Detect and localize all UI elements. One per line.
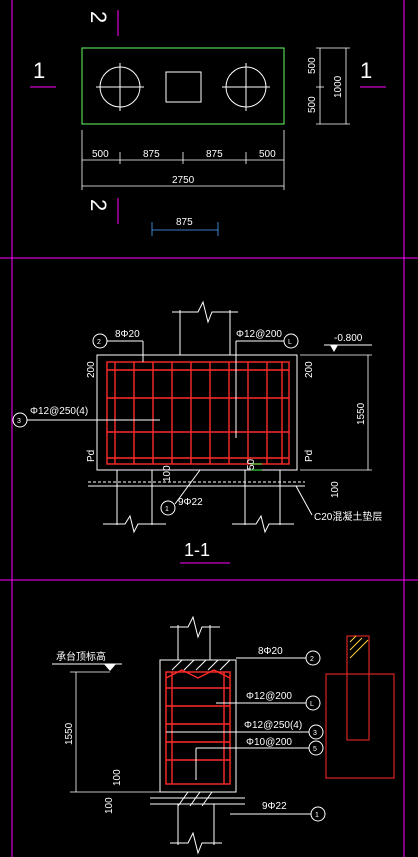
rebar-cage-2-2 <box>165 669 231 785</box>
tag-1-1-3: 3 <box>17 418 21 425</box>
plan-dim-1000: 1000 <box>333 75 344 98</box>
plan-dim-875: 875 <box>176 217 193 228</box>
dim-200-left-1-1: 200 <box>86 361 97 378</box>
tag-2-2-1: 1 <box>315 812 319 819</box>
bar-bottom-2-2: 9Φ22 <box>262 801 287 812</box>
detail-sketch-2-2 <box>325 635 395 779</box>
rebar-cage-1-1 <box>106 361 290 465</box>
pd-right-1-1: Pd <box>304 450 315 462</box>
plan-view: 1 1 2 2 500 500 1000 500 875 875 500 275… <box>30 10 386 236</box>
tag-2-2-3: 3 <box>313 730 317 737</box>
elev-marker-2-2 <box>104 664 116 671</box>
pile-symbol-left <box>96 63 144 111</box>
bar-bottom-1-1: 9Φ22 <box>178 497 203 508</box>
bar-top-1-1: 8Φ20 <box>115 329 140 340</box>
section-2-2: 承台顶标高 1550 100 100 2 8Φ20 L Φ12@200 3 Φ1… <box>52 615 395 855</box>
tag-2-2-5: 5 <box>313 746 317 753</box>
top-note-2-2: 承台顶标高 <box>56 650 106 663</box>
plan-dim-bottom-4: 500 <box>259 149 276 160</box>
column-section-1-1 <box>172 300 238 355</box>
bar-stirrup-1-1: Φ12@200 <box>236 329 282 340</box>
dim-100-b-2-2: 100 <box>104 797 115 814</box>
section-2-label-top: 2 <box>86 11 111 23</box>
piles-1-1 <box>103 470 294 534</box>
plan-dim-bottom-3: 875 <box>206 149 223 160</box>
pile-cap-outline <box>81 47 285 125</box>
bar-side-1-1: Φ12@250(4) <box>30 406 88 417</box>
elev-marker-1-1 <box>330 345 338 352</box>
dim-1550-2-2: 1550 <box>64 722 75 745</box>
section-1-label-left: 1 <box>33 58 45 83</box>
cap-outline-1-1 <box>96 354 298 471</box>
plan-dim-total: 2750 <box>172 175 195 186</box>
dim-100-b-1-1: 100 <box>330 481 341 498</box>
section-1-label-right: 1 <box>360 58 372 83</box>
hatch-top-2-2 <box>171 659 231 671</box>
elev-1-1: -0.800 <box>334 333 363 344</box>
section-2-label-bottom: 2 <box>86 199 111 211</box>
tag-2-2-L: L <box>310 701 314 708</box>
bar-a-2-2: Φ12@200 <box>246 691 292 702</box>
bar-b-2-2: Φ12@250(4) <box>244 720 302 731</box>
pd-left-1-1: Pd <box>86 450 97 462</box>
concrete-note-1-1: C20混凝土垫层 <box>314 510 382 523</box>
cap-outline-2-2 <box>159 659 237 793</box>
tag-2-2-2: 2 <box>310 656 314 663</box>
tag-1-1-1: 1 <box>165 506 169 513</box>
column-section-2-2 <box>170 615 220 660</box>
bar-c-2-2: Φ10@200 <box>246 737 292 748</box>
section-title-1-1: 1-1 <box>184 540 210 560</box>
tag-1-1-2: 2 <box>97 339 101 346</box>
tag-1-1-L: L <box>288 339 292 346</box>
plan-dim-500-bottom: 500 <box>307 96 318 113</box>
dim-200-right-1-1: 200 <box>304 361 315 378</box>
tag-circle-1-1-1 <box>160 500 176 516</box>
dim-100-a-2-2: 100 <box>112 769 123 786</box>
pile-symbol-right <box>222 63 270 111</box>
column-outline <box>165 71 202 103</box>
bar-top-2-2: 8Φ20 <box>258 646 283 657</box>
dim-100-a-1-1: 100 <box>162 465 173 482</box>
dim-1550-1-1: 1550 <box>356 402 367 425</box>
section-1-1: 2 8Φ20 L Φ12@200 3 Φ12@250(4) 1 9Φ22 -0.… <box>12 300 382 564</box>
plan-dim-500-top: 500 <box>307 57 318 74</box>
plan-dim-bottom-1: 500 <box>92 149 109 160</box>
plan-dim-bottom-2: 875 <box>143 149 160 160</box>
pile-2-2 <box>170 804 222 855</box>
